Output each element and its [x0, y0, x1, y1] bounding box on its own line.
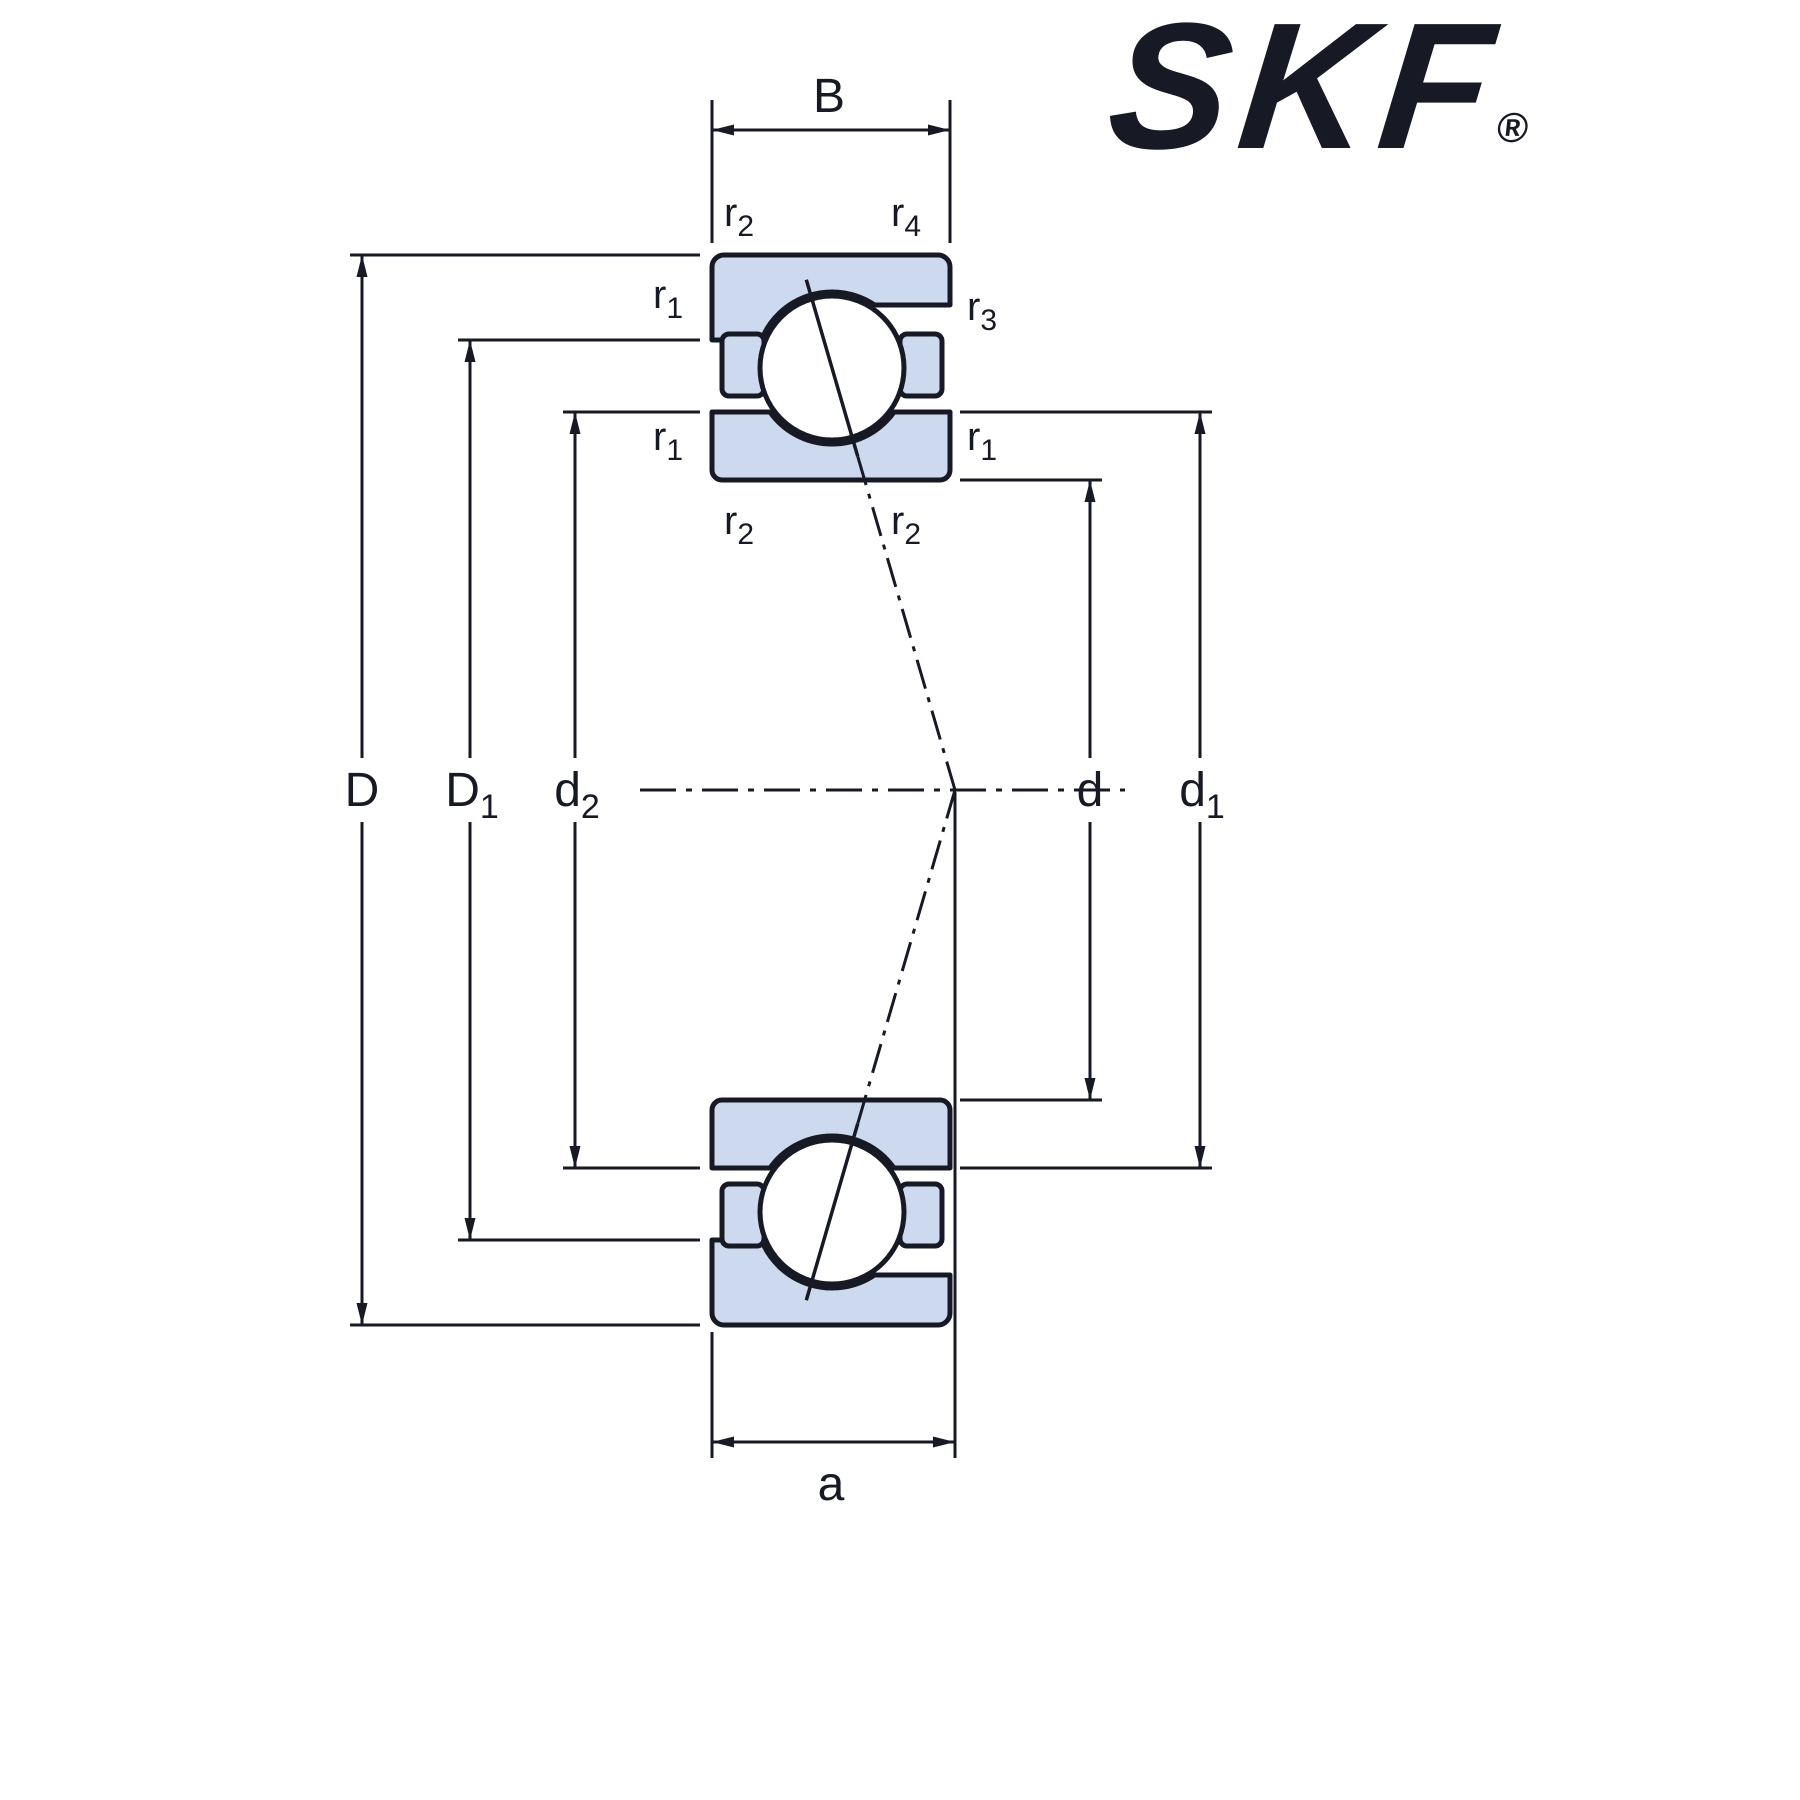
skf-logo: SKF ®	[1100, 0, 1540, 187]
label-B: B	[813, 70, 845, 123]
label-d2: d2	[554, 764, 600, 826]
label-D1: D1	[445, 764, 499, 826]
label-r1-outer-left: r1	[653, 273, 683, 325]
outer-ring-bottom	[709, 1237, 953, 1328]
label-a: a	[818, 1458, 845, 1511]
extension-lines	[350, 100, 1212, 1458]
label-r2-top-left: r2	[724, 191, 754, 243]
label-r2-bottom-right: r2	[891, 499, 921, 551]
label-r2-bottom-left: r2	[724, 499, 754, 551]
inner-ring-top	[709, 409, 953, 483]
label-r1-inner-left: r1	[653, 415, 683, 467]
outer-ring-top	[709, 252, 953, 343]
radius-labels: r2 r4 r1 r3 r1 r1 r2 r2	[653, 191, 997, 551]
contact-angle-lines	[804, 279, 957, 1301]
dimension-arrows	[356, 124, 1206, 1448]
skf-logo-text: SKF	[1100, 0, 1511, 187]
label-r1-inner-right: r1	[967, 415, 997, 467]
dimension-labels: B a D D1 d2 d d1	[345, 70, 1225, 1511]
dimension-lines	[360, 128, 1202, 1444]
label-d: d	[1077, 764, 1104, 817]
skf-registered-mark: ®	[1494, 104, 1540, 151]
label-r3-outer-right: r3	[967, 285, 997, 337]
bearing-section-top	[709, 252, 953, 483]
inner-ring-bottom	[709, 1097, 953, 1171]
label-r4-top-right: r4	[891, 191, 921, 243]
label-d1: d1	[1179, 764, 1225, 826]
label-D: D	[345, 764, 380, 817]
